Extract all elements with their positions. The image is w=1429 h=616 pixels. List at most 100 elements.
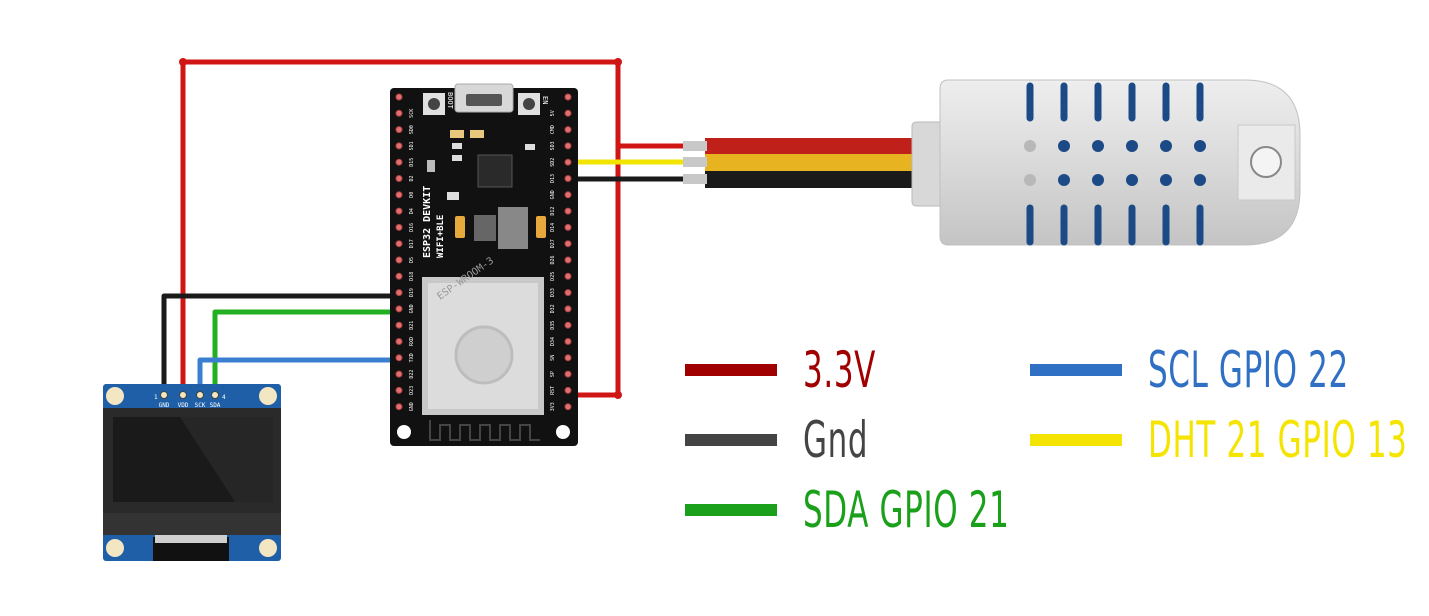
oled-pin-label-0: GND — [159, 402, 170, 409]
en-label: EN — [541, 96, 549, 104]
esp32-right-8-label: D14 — [550, 223, 556, 232]
esp32-left-18-label: D23 — [409, 386, 415, 395]
sensor-vent-pattern — [1024, 82, 1206, 246]
esp32-left-1-pin — [395, 109, 403, 117]
legend-swatch-dht — [1030, 434, 1122, 446]
esp32-left-12-pin — [395, 289, 403, 297]
oled-pin-label-3: SDA — [210, 402, 221, 409]
esp32-left-5-label: D2 — [409, 175, 415, 181]
esp32-right-7-label: D12 — [550, 207, 556, 216]
antenna — [429, 420, 540, 441]
legend-swatch-3v3 — [685, 364, 777, 376]
sensor-cable-red — [705, 138, 925, 154]
esp32-right-2-pin — [564, 126, 572, 134]
esp32-left-11-label: D18 — [409, 272, 415, 281]
vent-hole — [1092, 140, 1104, 152]
esp32-right-16-pin — [564, 354, 572, 362]
esp32-left-8-label: D16 — [409, 223, 415, 232]
esp32-right-7-pin — [564, 207, 572, 215]
sensor-cable-yellow — [705, 154, 925, 171]
esp32-left-2-pin — [395, 126, 403, 134]
esp32-left-0-pin — [395, 93, 403, 101]
espressif-logo — [454, 325, 514, 385]
esp32-right-14-label: D35 — [550, 321, 556, 330]
sensor-cable-black — [705, 171, 925, 188]
vent-hole — [1160, 140, 1172, 152]
esp32-right-15-label: D34 — [550, 337, 556, 346]
esp32-left-8-pin — [395, 223, 403, 231]
esp32-right-1-label: 5V — [550, 110, 556, 116]
esp32-left-16-label: TXD — [409, 353, 415, 362]
vent-hole — [1058, 174, 1070, 186]
esp32-right-4-label: SD2 — [550, 158, 556, 167]
esp32-right-19-label: 3V3 — [550, 402, 556, 411]
oled-pin-3 — [211, 391, 219, 399]
esp32-right-11-pin — [564, 272, 572, 280]
esp32-left-18-pin — [395, 386, 403, 394]
wire-oled-gnd — [161, 293, 401, 395]
oled-pin-1 — [179, 391, 187, 399]
esp32-left-5-pin — [395, 175, 403, 182]
esp32-left-13-label: GND — [409, 304, 415, 313]
esp32-left-7-pin — [395, 207, 403, 215]
legend-label-3v3: 3.3V — [803, 341, 876, 399]
vent-hole — [1160, 174, 1172, 186]
oled-pin-index-left: 1 — [154, 394, 158, 401]
esp32-left-11-pin — [395, 272, 403, 280]
esp32-left-9-pin — [395, 240, 403, 248]
esp32-right-pin-header: 5VCMDSD3SD2D13GNDD12D14D27D26D25D33D32D3… — [550, 93, 572, 411]
esp32-left-1-label: SCK — [409, 109, 415, 118]
legend-swatch-sda — [685, 504, 777, 516]
esp32-right-3-pin — [564, 142, 572, 150]
vent-hole — [1126, 174, 1138, 186]
esp32-right-13-pin — [564, 305, 572, 313]
esp32-right-5-label: D13 — [550, 174, 556, 183]
esp32-left-2-label: SD0 — [409, 125, 415, 134]
legend-label-dht: DHT 21 GPIO 13 — [1148, 411, 1408, 469]
esp32-left-14-pin — [395, 321, 403, 329]
esp32-right-19-pin — [564, 403, 572, 411]
esp32-right-2-label: CMD — [550, 125, 556, 134]
oled-pin-header: GND VDD SCK SDA — [159, 391, 221, 409]
esp32-left-12-label: D19 — [409, 288, 415, 297]
esp32-left-4-pin — [395, 158, 403, 166]
oled-display: GND VDD SCK SDA 1 4 — [103, 384, 281, 561]
esp32-right-8-pin — [564, 223, 572, 231]
esp32-left-15-pin — [395, 338, 403, 345]
esp32-right-11-label: D25 — [550, 272, 556, 281]
board-title: ESP32 DEVKIT — [422, 186, 433, 258]
esp32-right-17-pin — [564, 370, 572, 378]
esp32-left-10-pin — [395, 256, 403, 264]
legend-label-scl: SCL GPIO 22 — [1148, 341, 1349, 399]
esp32-right-18-label: RST — [550, 386, 556, 395]
esp32-right-18-pin — [564, 386, 572, 394]
esp32-left-16-pin — [395, 354, 403, 362]
esp32-left-3-pin — [395, 142, 403, 150]
oled-pin-label-2: SCK — [195, 402, 206, 409]
vent-hole — [1092, 174, 1104, 186]
esp32-right-17-label: SP — [550, 371, 556, 377]
vent-hole — [1058, 140, 1070, 152]
esp32-left-7-label: D4 — [409, 208, 415, 214]
esp32-right-13-label: D32 — [550, 304, 556, 313]
oled-pin-label-1: VDD — [178, 402, 189, 409]
esp32-left-9-label: D17 — [409, 239, 415, 248]
esp32-right-9-pin — [564, 240, 572, 248]
legend-label-sda: SDA GPIO 21 — [803, 481, 1010, 539]
dht21-sensor — [683, 79, 1301, 246]
esp32-right-9-label: D27 — [550, 239, 556, 248]
wire-oled-sda — [212, 309, 401, 395]
esp32-right-12-pin — [564, 289, 572, 297]
esp32-left-pin-header: SCKSD0SD1D15D2D0D4D16D17D5D18D19GNDD21RX… — [395, 93, 415, 411]
vent-hole — [1126, 140, 1138, 152]
esp32-right-12-label: D33 — [550, 288, 556, 297]
oled-pin-index-right: 4 — [222, 394, 226, 401]
esp32-left-10-label: D5 — [409, 257, 415, 263]
esp32-left-13-pin — [395, 305, 403, 313]
esp32-left-17-label: D22 — [409, 370, 415, 379]
esp32-left-19-pin — [395, 403, 403, 411]
oled-pin-0 — [160, 391, 168, 399]
esp32-right-10-pin — [564, 256, 572, 264]
vent-hole — [1194, 140, 1206, 152]
legend-swatch-scl — [1030, 364, 1122, 376]
